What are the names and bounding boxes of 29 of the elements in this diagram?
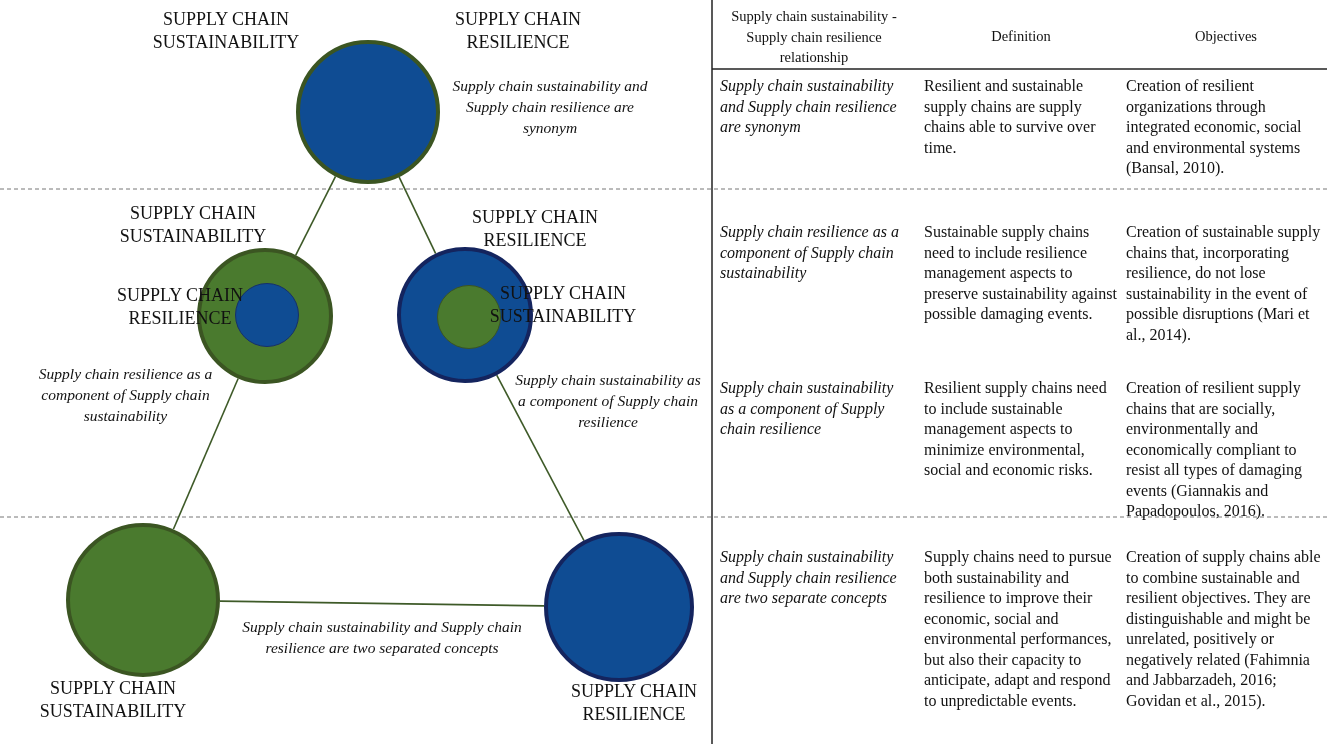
concept-label: SUPPLY CHAIN RESILIENCE (453, 8, 583, 54)
relationship-caption: Supply chain sustainability and Supply chain resilience are synonym (451, 76, 649, 138)
connector-line (398, 176, 437, 255)
table-cell-text: Creation of resilient supply chains that are socially, environmentally and economically compliant to resist all types of damaging events (Giannakis and Papadopoulos, 2016). (1126, 378, 1303, 522)
column-header: Supply chain sustainability - Supply chain resilience relationship (730, 7, 898, 67)
table-cell-text: Supply chain resilience as a component of Supply chain sustainability (720, 222, 900, 284)
column-header: Objectives (1194, 27, 1258, 46)
table-cell-text: Supply chain sustainability and Supply chain resilience are synonym (720, 76, 898, 138)
table-cell-text: Resilient supply chains need to include sustainable management aspects to minimize environmental, social and economic risks. (924, 378, 1108, 480)
connector-line (294, 175, 337, 257)
concept-label: SUPPLY CHAIN SUSTAINABILITY (151, 8, 301, 54)
concept-label: SUPPLY CHAIN SUSTAINABILITY (118, 202, 268, 248)
concept-label: SUPPLY CHAIN RESILIENCE (470, 206, 600, 252)
table-cell-text: Creation of supply chains able to combine sustainable and resilient objectives. They are distinguishable and might be unrelated, positively or negatively related (Fahimnia and Jabbarzadeh, 2016; Govidan et al., 2015). (1126, 547, 1322, 711)
table-cell-text: Creation of resilient organizations through integrated economic, social and environmental systems (Bansal, 2010). (1126, 76, 1303, 179)
relationship-caption: Supply chain sustainability as a component of Supply chain resilience (514, 370, 702, 432)
connector-line (172, 377, 239, 531)
table-cell-text: Supply chains need to pursue both sustainability and resilience to improve their economic, social and environmental performances, but also their capacity to anticipate, adapt and respond to unpredictable events. (924, 547, 1113, 711)
table-cell-text: Supply chain sustainability and Supply chain resilience are two separate concepts (720, 547, 898, 609)
column-header: Definition (990, 27, 1052, 46)
connector-line (495, 374, 585, 542)
relationship-caption: Supply chain resilience as a component of Supply chain sustainability (37, 364, 214, 426)
table-cell-text: Creation of sustainable supply chains that, incorporating resilience, do not lose sustainability in the event of possible disruptions (Mari et al., 2014). (1126, 222, 1322, 345)
table-cell: Sustainable supply chains need to include resilience management aspects to preserve sustainability against possible damaging events. (924, 222, 1118, 325)
table-cell-text: Resilient and sustainable supply chains are supply chains able to survive over time. (924, 76, 1097, 158)
concept-label: SUPPLY CHAIN SUSTAINABILITY (38, 677, 188, 723)
connector-line (219, 600, 545, 607)
concept-label: SUPPLY CHAIN RESILIENCE (569, 680, 699, 726)
table-cell-text: Supply chain sustainability as a component of Supply chain resilience (720, 378, 895, 439)
